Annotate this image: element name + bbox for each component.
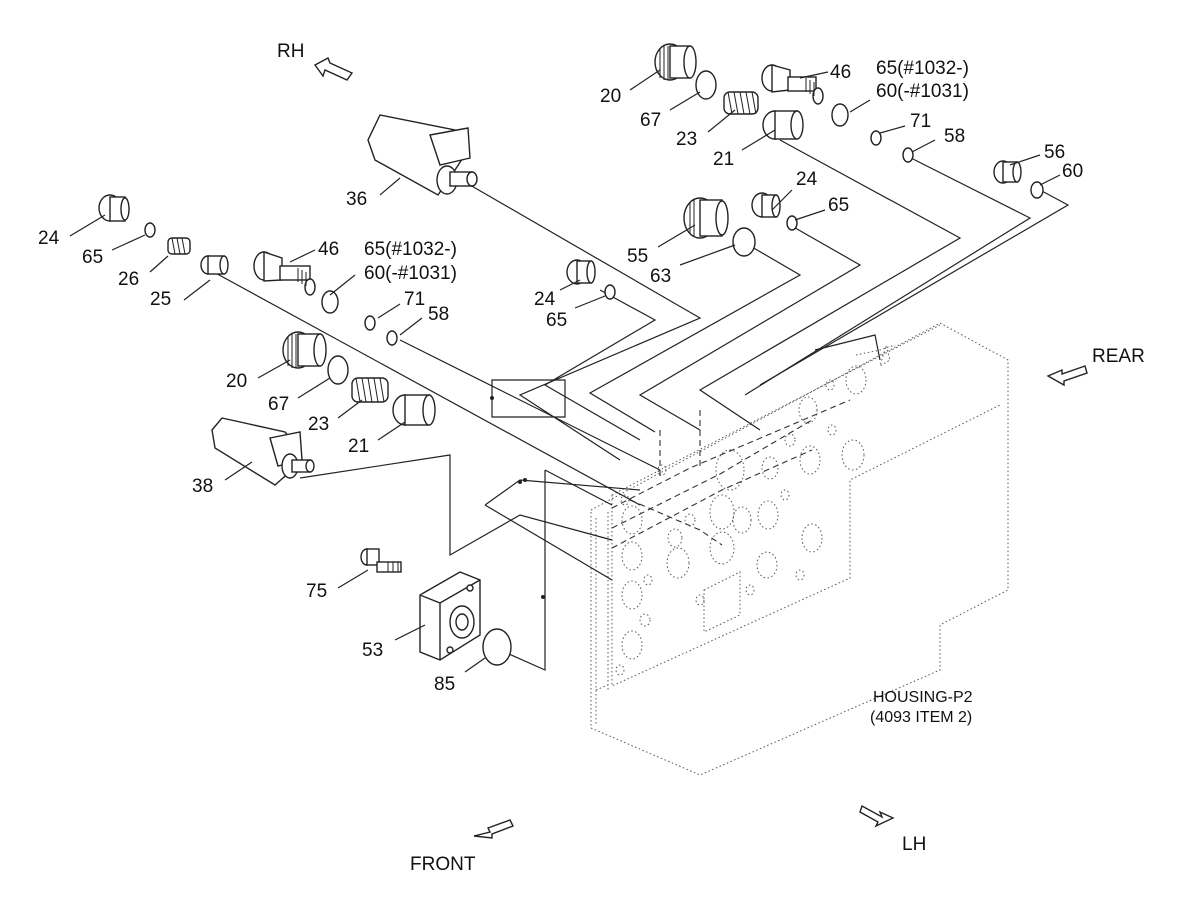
port-dashed-lines [611, 399, 851, 549]
piston-25 [200, 255, 229, 275]
part-label: 71 [404, 289, 425, 310]
part-label: 60 [1062, 161, 1083, 182]
label-rh: RH [277, 41, 304, 62]
part-label: 24 [38, 228, 60, 249]
rear-arrow-icon [1046, 365, 1088, 387]
part-label: 85 [434, 674, 455, 695]
part-label: 75 [306, 581, 327, 602]
label-lh: LH [902, 834, 926, 855]
part-label: 65(#1032-) [364, 239, 457, 260]
label-rear: REAR [1092, 346, 1145, 367]
part-label: 53 [362, 640, 383, 661]
plug-20-left [282, 331, 327, 369]
plug-20-top [654, 43, 697, 81]
housing-ref: (4093 ITEM 2) [870, 709, 972, 726]
solenoid-36 [367, 114, 478, 196]
routing-lines [209, 139, 1070, 671]
direction-labels: RH REAR LH FRONT [277, 41, 1145, 875]
valve-46-left [253, 251, 316, 296]
part-label: 25 [150, 289, 171, 310]
plug-24-left [98, 194, 130, 222]
spool-21-left [392, 394, 436, 426]
part-label: 60(-#1031) [364, 263, 457, 284]
part-label: 65(#1032-) [876, 58, 969, 79]
plug-56 [993, 160, 1022, 184]
plug-55 [683, 197, 729, 239]
solenoid-38 [211, 417, 315, 486]
part-label: 23 [676, 129, 697, 150]
part-label: 21 [713, 149, 734, 170]
housing-label: HOUSING-P2 (4093 ITEM 2) [870, 689, 973, 726]
spool-21-top [762, 110, 804, 140]
spring-23-top [723, 91, 759, 115]
part-label: 71 [910, 111, 931, 132]
front-arrow-icon [473, 819, 514, 839]
part-label: 65 [546, 310, 567, 331]
flange-block-53 [419, 571, 481, 661]
spring-26 [167, 237, 191, 255]
part-label: 46 [318, 239, 339, 260]
part-label: 55 [627, 246, 648, 267]
part-label: 67 [640, 110, 661, 131]
part-label: 24 [796, 169, 818, 190]
part-label: 26 [118, 269, 139, 290]
o-rings [144, 70, 1044, 666]
part-label: 21 [348, 436, 369, 457]
valve-46-top [761, 64, 824, 105]
part-label: 46 [830, 62, 851, 83]
part-label: 56 [1044, 142, 1065, 163]
part-label: 36 [346, 189, 367, 210]
part-label: 23 [308, 414, 329, 435]
part-label: 38 [192, 476, 213, 497]
spring-23-left [351, 377, 389, 403]
part-label: 67 [268, 394, 289, 415]
part-label: 63 [650, 266, 671, 287]
housing-name: HOUSING-P2 [873, 689, 973, 706]
lh-arrow-icon [859, 804, 895, 828]
part-label: 58 [428, 304, 449, 325]
part-label: 20 [226, 371, 247, 392]
housing-p2 [590, 322, 1009, 776]
part-label: 65 [82, 247, 103, 268]
part-labels: 20 67 23 21 46 65(#1032-) 60(-#1031) 71 … [38, 58, 1083, 695]
part-label: 58 [944, 126, 965, 147]
plug-24-mid [751, 192, 781, 218]
part-label: 60(-#1031) [876, 81, 969, 102]
leader-lines [69, 69, 1061, 673]
part-label: 20 [600, 86, 621, 107]
label-front: FRONT [410, 854, 476, 875]
bolt-75 [360, 548, 402, 573]
rh-arrow-icon [313, 57, 354, 81]
part-label: 65 [828, 195, 849, 216]
direction-arrows [313, 57, 1088, 839]
part-label: 24 [534, 289, 556, 310]
plug-24-c [566, 259, 596, 285]
